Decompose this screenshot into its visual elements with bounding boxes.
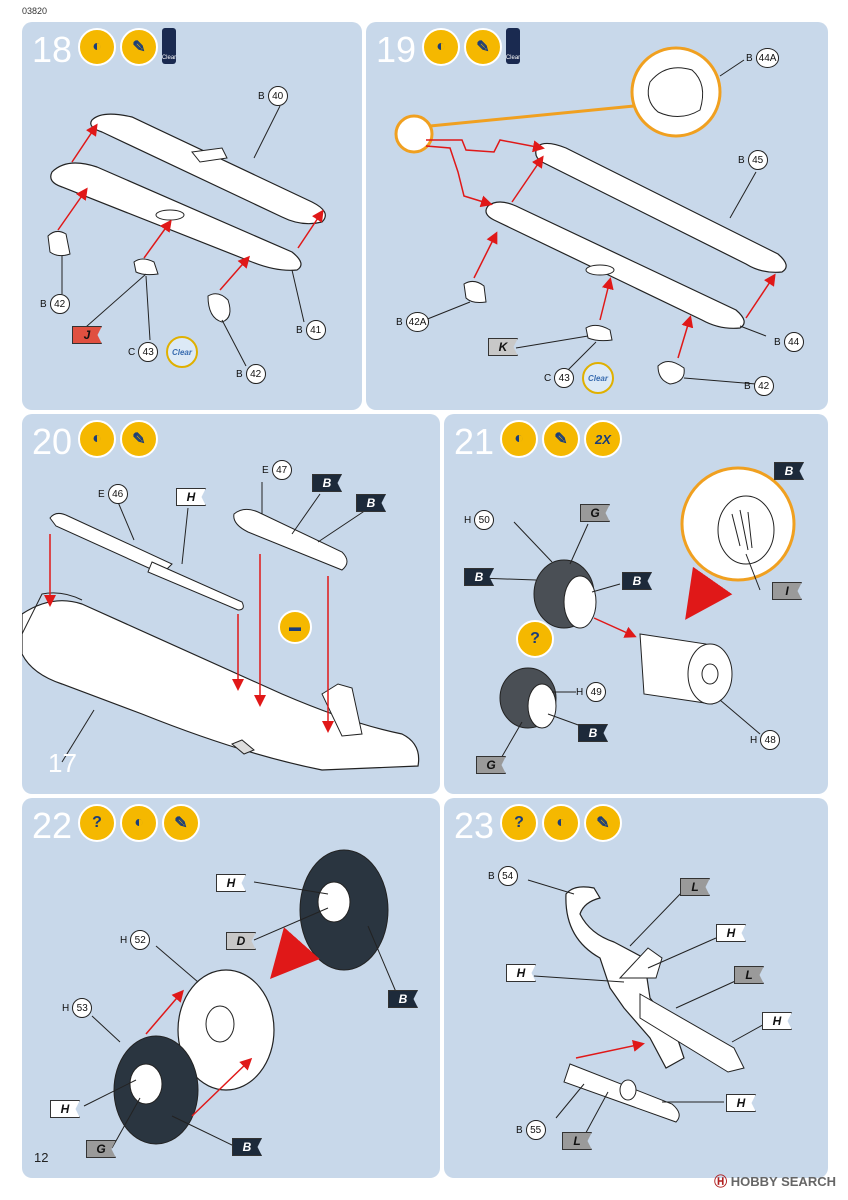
step-18-drawing bbox=[47, 105, 326, 367]
watermark-mark: Ⓗ bbox=[714, 1174, 728, 1189]
paint-icon: ◐ bbox=[78, 28, 116, 66]
step-20-drawing bbox=[22, 482, 420, 771]
step-19-drawing bbox=[394, 46, 787, 385]
color-flag-g-lower: G bbox=[476, 756, 506, 774]
color-flag-b: B bbox=[388, 990, 418, 1008]
watermark-logo: Ⓗ HOBBY SEARCH bbox=[714, 1171, 836, 1190]
step-icons: ? ◐ ✎ bbox=[78, 804, 200, 842]
brush-icon: ✎ bbox=[542, 420, 580, 458]
multiplier-badge: 2X bbox=[584, 420, 622, 458]
color-flag-k: K bbox=[488, 338, 518, 356]
clear-icon: Clear bbox=[166, 336, 198, 368]
step-number: 18 bbox=[32, 29, 73, 70]
glue-bottle-icon: Clear bbox=[506, 28, 520, 64]
color-flag-b-lower: B bbox=[578, 724, 608, 742]
watermark-text: SEARCH bbox=[781, 1174, 836, 1189]
color-flag-h-left: H bbox=[506, 964, 536, 982]
color-flag-b-left: B bbox=[464, 568, 494, 586]
color-flag-b-zoom: B bbox=[774, 462, 804, 480]
doc-code: 03820 bbox=[22, 6, 48, 16]
color-flag-d: D bbox=[226, 932, 256, 950]
color-flag-l: L bbox=[680, 878, 710, 896]
color-flag-i: I bbox=[772, 582, 802, 600]
brush-icon: ✎ bbox=[162, 804, 200, 842]
color-flag-g: G bbox=[86, 1140, 116, 1158]
step-icons: ◐ ✎ 2X bbox=[500, 420, 622, 458]
color-flag-l-lower: L bbox=[562, 1132, 592, 1150]
color-flag-g: G bbox=[580, 504, 610, 522]
color-flag-h: H bbox=[176, 488, 206, 506]
brush-icon: ✎ bbox=[120, 28, 158, 66]
step-21-drawing bbox=[477, 466, 796, 761]
question-icon: ? bbox=[516, 620, 554, 658]
step-number: 21 bbox=[454, 421, 495, 462]
watermark-brand: HOBBY bbox=[730, 1174, 778, 1189]
color-flag-b-right: B bbox=[622, 572, 652, 590]
step-22-drawing bbox=[83, 849, 397, 1149]
step-icons: ◐ ✎ bbox=[78, 420, 158, 458]
color-flag-b: B bbox=[312, 474, 342, 492]
step-icons: ◐ ✎ Clear bbox=[422, 28, 520, 66]
step-number: 19 bbox=[376, 29, 417, 70]
paint-icon: ◐ bbox=[120, 804, 158, 842]
paint-icon: ◐ bbox=[542, 804, 580, 842]
color-flag-b-second: B bbox=[356, 494, 386, 512]
paint-icon: ◐ bbox=[78, 420, 116, 458]
paint-icon: ◐ bbox=[422, 28, 460, 66]
step-icons: ◐ ✎ Clear bbox=[78, 28, 176, 66]
glue-bottle-icon: Clear bbox=[162, 28, 176, 64]
step-number: 22 bbox=[32, 805, 73, 846]
question-icon: ? bbox=[500, 804, 538, 842]
color-flag-b-lower: B bbox=[232, 1138, 262, 1156]
color-flag-h-right: H bbox=[762, 1012, 792, 1030]
brush-icon: ✎ bbox=[464, 28, 502, 66]
step-number: 20 bbox=[32, 421, 73, 462]
page-number: 12 bbox=[34, 1150, 49, 1165]
step-icons: ? ◐ ✎ bbox=[500, 804, 622, 842]
paint-icon: ◐ bbox=[500, 420, 538, 458]
brush-icon: ✎ bbox=[584, 804, 622, 842]
step-23-drawing bbox=[527, 879, 769, 1141]
color-flag-l-mid: L bbox=[734, 966, 764, 984]
color-flag-j: J bbox=[72, 326, 102, 344]
color-flag-h-lower: H bbox=[50, 1100, 80, 1118]
color-flag-h-lower: H bbox=[726, 1094, 756, 1112]
tape-icon: ▬ bbox=[278, 610, 312, 644]
color-flag-h: H bbox=[216, 874, 246, 892]
color-flag-h: H bbox=[716, 924, 746, 942]
question-icon: ? bbox=[78, 804, 116, 842]
clear-icon: Clear bbox=[582, 362, 614, 394]
reference-step: 17 bbox=[48, 748, 77, 778]
brush-icon: ✎ bbox=[120, 420, 158, 458]
step-number: 23 bbox=[454, 805, 495, 846]
